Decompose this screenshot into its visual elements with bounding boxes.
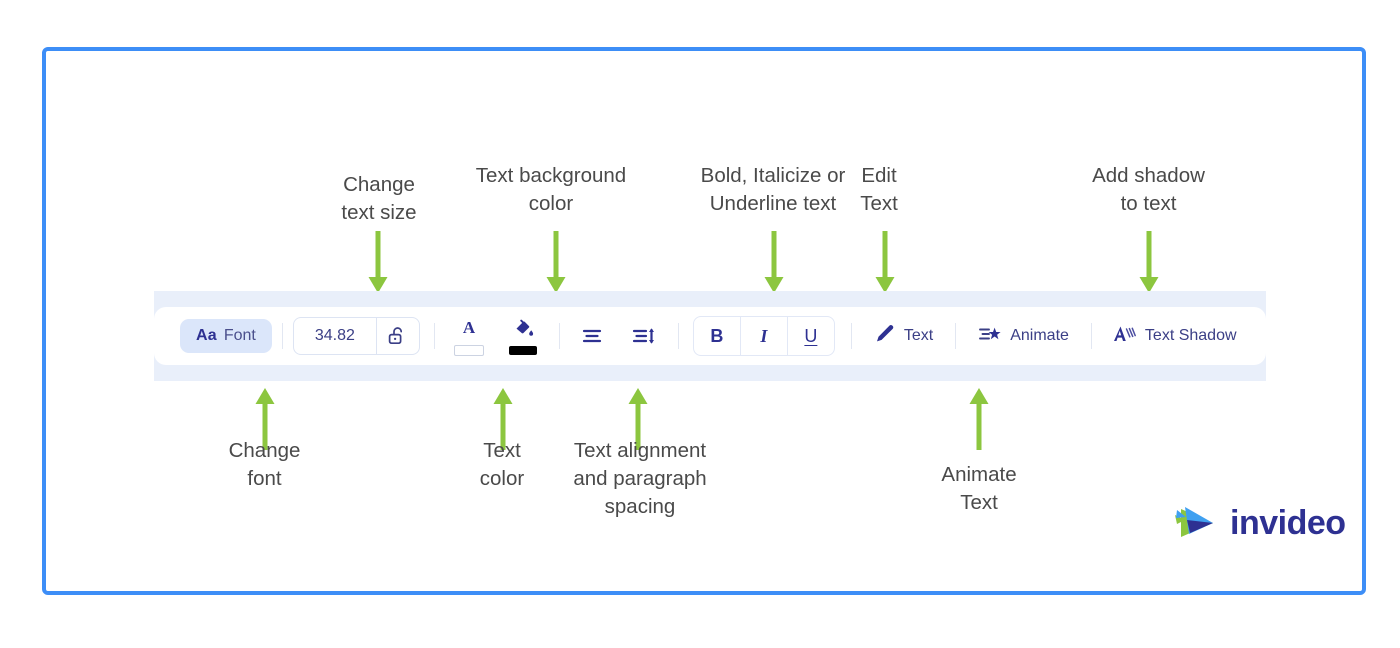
arrow-down-text-background-color [546, 231, 566, 293]
annotation-animate-text: Animate Text [941, 463, 1017, 514]
text-color-button[interactable]: A [449, 317, 489, 356]
arrow-down-bold-italic-underline [764, 231, 784, 293]
annotation-add-shadow: Add shadow to text [1092, 164, 1205, 215]
align-left-icon [582, 329, 601, 343]
invideo-logo: invideo [1175, 501, 1346, 545]
animate-label: Animate [1010, 327, 1069, 344]
text-background-color-swatch[interactable] [508, 345, 537, 355]
font-button[interactable]: Aa Font [180, 319, 272, 353]
divider [281, 323, 283, 349]
font-size-value[interactable]: 34.82 [314, 327, 355, 344]
font-size-field[interactable]: 34.82 [292, 317, 420, 355]
line-spacing-button[interactable] [624, 316, 664, 356]
text-background-color-button[interactable] [503, 318, 543, 355]
text-shadow-label: Text Shadow [1144, 327, 1237, 344]
arrow-up-text-alignment [628, 388, 648, 450]
letter-a-icon: A [459, 317, 479, 342]
arrow-up-text-color [493, 388, 513, 450]
font-button-label: Font [223, 327, 256, 344]
divider [1090, 323, 1092, 349]
text-shadow-icon [1113, 324, 1136, 349]
invideo-logo-mark [1175, 507, 1213, 537]
text-shadow-button[interactable]: Text Shadow [1108, 324, 1243, 349]
annotation-text-color: Text color [479, 439, 525, 490]
divider [558, 323, 560, 349]
invideo-logo-text: invideo [1230, 503, 1346, 542]
edit-text-button[interactable]: Text [868, 323, 939, 349]
divider [375, 318, 377, 354]
annotation-edit-text: Edit Text [860, 164, 898, 215]
pencil-icon [874, 323, 895, 349]
text-color-swatch[interactable] [453, 344, 484, 356]
animate-button[interactable]: Animate [972, 324, 1075, 349]
line-spacing-icon [632, 328, 654, 344]
italic-button[interactable]: I [760, 325, 768, 346]
arrow-up-change-font [255, 388, 275, 450]
bold-button[interactable]: B [710, 325, 724, 346]
divider [739, 317, 741, 355]
annotation-change-text-size: Change text size [341, 173, 417, 224]
font-aa-icon: Aa [196, 327, 217, 344]
divider [955, 323, 957, 349]
unlock-icon[interactable] [377, 318, 419, 354]
arrow-down-add-shadow [1139, 231, 1159, 293]
arrow-up-animate-text [969, 388, 989, 450]
text-toolbar: Aa Font 34.82 [154, 307, 1266, 365]
divider [677, 323, 679, 349]
edit-text-label: Text [903, 327, 934, 344]
bold-italic-underline-group: B I U [692, 316, 835, 356]
arrow-down-edit-text [875, 231, 895, 293]
text-align-button[interactable] [572, 316, 612, 356]
divider [433, 323, 435, 349]
underline-button[interactable]: U [804, 325, 818, 346]
svg-text:A: A [463, 318, 476, 337]
annotation-bold-italic-underline: Bold, Italicize or Underline text [700, 164, 846, 215]
arrow-down-change-text-size [368, 231, 388, 293]
animate-star-icon [978, 324, 1001, 349]
annotation-text-background-color: Text background color [475, 164, 627, 215]
content-frame: Change text size Text background color B… [42, 47, 1366, 595]
divider [786, 317, 788, 355]
paint-bucket-icon [512, 318, 534, 343]
annotation-text-alignment: Text alignment and paragraph spacing [573, 439, 707, 518]
annotation-change-font: Change font [228, 439, 301, 490]
divider [850, 323, 852, 349]
